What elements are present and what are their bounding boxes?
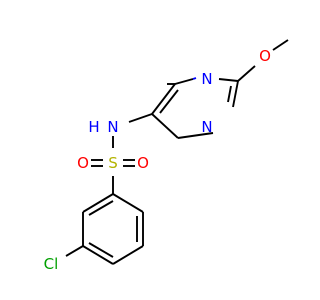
atom-n-ring-bottom: N xyxy=(201,118,212,136)
bond-c2b-c1-inner xyxy=(88,200,114,216)
bond-n3-stub xyxy=(192,77,197,80)
bond-c2-n1 xyxy=(232,80,239,108)
bond-c4b-c3b xyxy=(82,245,114,265)
bond-c5-nh xyxy=(128,113,153,123)
bond-c4-n3 xyxy=(174,78,194,85)
atom-n-ring-top: N xyxy=(201,70,212,88)
bond-c2-n1-inner xyxy=(227,85,232,103)
bond-n3-c2 xyxy=(218,78,239,82)
bond-c5b-c4b xyxy=(112,245,144,265)
bond-c4b-c3b-inner xyxy=(88,242,114,258)
bond-c3b-cl xyxy=(65,245,84,257)
atom-s: S xyxy=(108,154,118,172)
bond-c1-c6b xyxy=(112,193,144,213)
bond-c2-o xyxy=(237,65,256,82)
bond-c5-c4 xyxy=(151,83,176,115)
atom-h-amide: H xyxy=(88,118,99,136)
bond-c2b-c1 xyxy=(82,193,114,213)
structure-canvas: N N O N H S O O Cl xyxy=(44,39,289,273)
bond-c6-c5 xyxy=(151,113,179,139)
bond-n1-c6 xyxy=(177,132,214,139)
atom-n-amide: N xyxy=(107,118,118,136)
atom-o-methoxy: O xyxy=(259,47,271,65)
atom-cl: Cl xyxy=(44,255,59,273)
atom-o-right: O xyxy=(137,154,149,172)
bond-c5-c4-inner xyxy=(159,89,179,114)
bond-o-ch3 xyxy=(272,39,289,51)
molecule-diagram: N N O N H S O O Cl xyxy=(44,39,289,273)
atom-o-left: O xyxy=(77,154,89,172)
